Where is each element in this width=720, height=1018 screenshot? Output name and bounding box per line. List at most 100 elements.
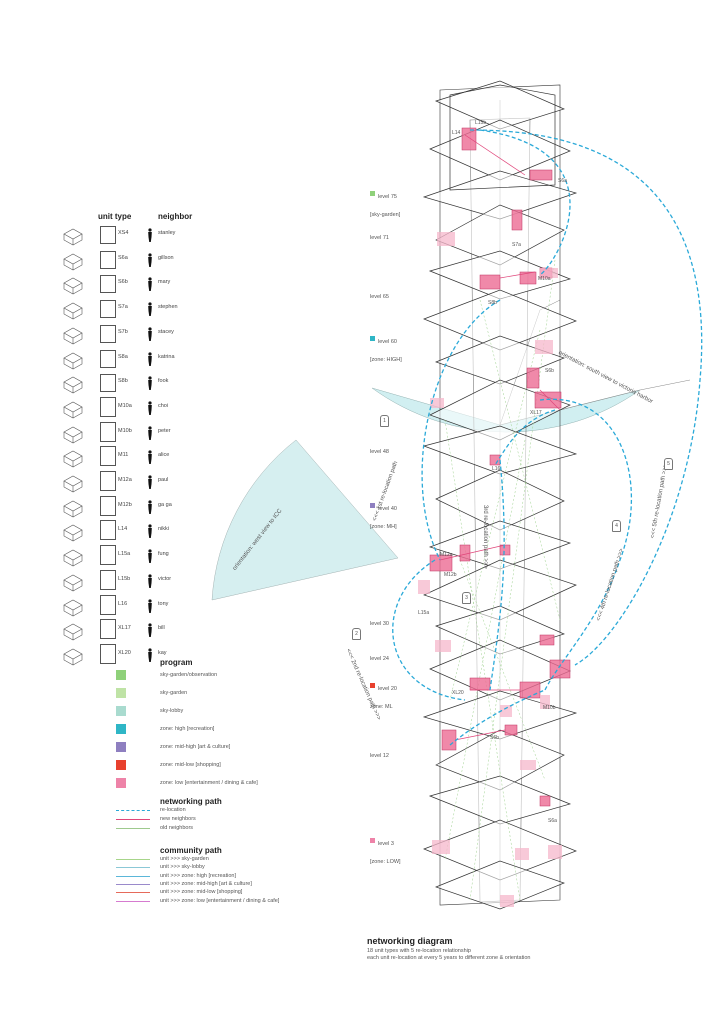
program-row: zone: low [entertainment / dining & cafe… (116, 778, 416, 790)
unit-block (469, 677, 491, 691)
program-row: zone: mid-low [shopping] (116, 760, 416, 772)
unit-type-row: S8b fook (60, 372, 280, 394)
path-marker-icon: 4 (612, 520, 621, 532)
unit-type-row: S6a gillson (60, 249, 280, 271)
unit-block-faint (548, 845, 562, 859)
unit-tag: M10a (538, 276, 551, 282)
top-frame (449, 84, 556, 191)
unit-plan-icon (100, 396, 116, 417)
unit-code: S6b (118, 279, 128, 286)
community-label: unit >>> zone: mid-low [shopping] (160, 889, 243, 896)
unit-code: XL17 (118, 625, 131, 632)
level-label: level 65 (370, 285, 389, 303)
unit-code: M12b (118, 501, 132, 508)
unit-type-row: M10b peter (60, 421, 280, 444)
level-label: level 71 (370, 226, 389, 244)
unit-type-row: L14 nikki (60, 520, 280, 542)
unit-iso-icon (60, 273, 86, 295)
networking-label: old neighbors (160, 825, 194, 831)
neighbor-name: stanley (158, 230, 176, 236)
community-label: unit >>> sky-lobby (160, 864, 205, 871)
unit-block-faint (535, 340, 553, 354)
unit-block-faint (520, 760, 536, 770)
unit-tag: S6a (558, 178, 567, 184)
level-zone: [zone: MH] (370, 524, 397, 530)
networking-swatch-line (116, 828, 150, 829)
program-swatch (116, 706, 126, 716)
unit-code: XL20 (118, 649, 131, 656)
community-swatch-line (116, 892, 150, 894)
unit-iso-icon (60, 619, 86, 641)
unit-block-faint (540, 268, 558, 278)
level-number: level 40 (378, 506, 397, 512)
neighbor-name: ga ga (158, 501, 172, 508)
unit-type-row: M12a paul (60, 471, 280, 493)
unit-code: XS4 (118, 230, 129, 236)
unit-block-faint (500, 705, 512, 717)
path-marker-icon: 1 (380, 415, 389, 427)
person-icon (146, 648, 154, 662)
unit-code: S7b (118, 328, 128, 335)
neighbor-name: tony (158, 600, 169, 607)
program-swatch (116, 724, 126, 734)
unit-plan-icon (100, 643, 116, 664)
floor-plate (435, 80, 565, 130)
neighbor-name: katrina (158, 353, 175, 360)
neighbor-name: nikki (158, 526, 170, 533)
program-label: sky-lobby (160, 708, 184, 714)
level-number: level 12 (370, 753, 389, 759)
level-zone: [sky-garden] (370, 212, 401, 218)
path-marker-icon: 5 (664, 458, 673, 470)
unit-iso-icon (60, 446, 86, 468)
neighbor-name: gillson (158, 254, 174, 261)
person-icon (146, 524, 154, 539)
program-label: sky-garden/observation (160, 672, 218, 678)
floor-plate (435, 860, 565, 910)
level-number: level 3 (378, 841, 394, 847)
unit-type-row: L15a fung (60, 545, 280, 567)
person-icon (146, 327, 154, 341)
floor-plate (423, 559, 577, 621)
networking-swatch-line (116, 810, 150, 811)
unit-block (461, 127, 477, 151)
level-label: level 48 (370, 440, 389, 458)
unit-plan-icon (100, 324, 116, 343)
person-icon (146, 351, 154, 366)
unit-block-faint (435, 640, 451, 652)
unit-type-row: M10a choi (60, 396, 280, 419)
unit-tag: L15b (475, 120, 487, 126)
level-swatch (370, 503, 375, 509)
program-header: program (160, 658, 193, 667)
floor-plate (423, 819, 577, 881)
unit-plan-icon (100, 349, 116, 368)
level-swatch (370, 336, 375, 342)
unit-iso-icon (60, 595, 86, 617)
person-icon (146, 450, 154, 465)
unit-type-row: S6b mary (60, 273, 280, 295)
unit-type-header: unit type (98, 212, 132, 221)
unit-type-row: M11 alice (60, 446, 280, 468)
level-label: level 24 (370, 647, 389, 665)
unit-block (534, 391, 562, 409)
unit-type-row: S7a stephen (60, 298, 280, 320)
level-number: level 30 (370, 621, 389, 627)
level-zone: [zone: LOW] (370, 859, 401, 865)
unit-code: L15a (118, 551, 131, 558)
program-label: zone: mid-low [shopping] (160, 762, 221, 768)
unit-code: S8b (118, 378, 128, 385)
unit-tag: M10b (543, 705, 556, 711)
neighbor-name: stacey (158, 328, 174, 335)
neighbor-name: paul (158, 477, 169, 483)
community-row: unit >>> zone: mid-high [art & culture] (116, 881, 416, 889)
program-row: sky-lobby (116, 706, 416, 718)
neighbor-name: choi (158, 402, 169, 409)
program-label: zone: high [recreation] (160, 726, 215, 732)
person-icon (146, 277, 154, 292)
unit-plan-icon (100, 275, 116, 294)
unit-tag: M12a (440, 552, 453, 558)
path-marker-icon: 2 (352, 628, 361, 640)
networking-row: old neighbors (116, 825, 416, 833)
level-swatch (370, 191, 375, 197)
program-swatch (116, 688, 126, 698)
unit-block (441, 729, 457, 751)
